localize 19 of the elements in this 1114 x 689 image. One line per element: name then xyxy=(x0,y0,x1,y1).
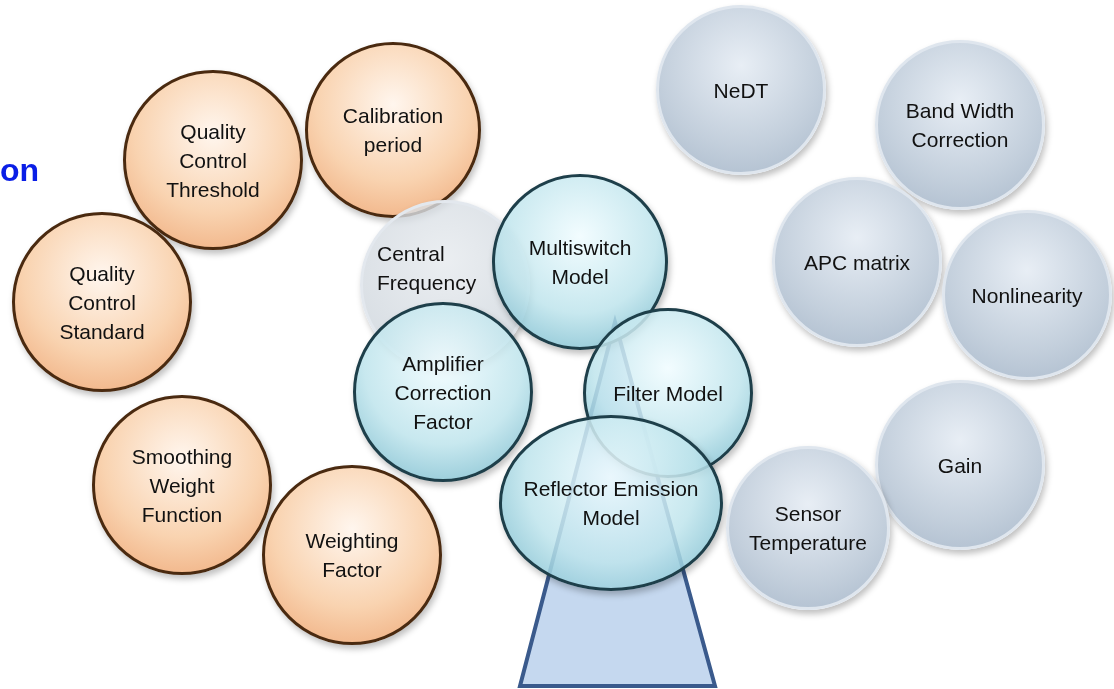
bubble-text: Quality Control Standard xyxy=(58,260,146,345)
bubble-text: Amplifier Correction Factor xyxy=(393,350,493,435)
bubble-text: APC matrix xyxy=(803,249,911,276)
bubble-text: Nonlinearity xyxy=(971,282,1083,309)
bubble-text: Weighting Factor xyxy=(304,528,400,583)
bubble-text: Filter Model xyxy=(613,380,723,407)
bubble-text: Smoothing Weight Function xyxy=(130,443,234,528)
bubble-text: Calibration period xyxy=(341,103,445,158)
bubble-circle xyxy=(726,446,890,610)
bubble-text: Sensor Temperature xyxy=(748,501,868,556)
bubble-text: Multiswitch Model xyxy=(527,235,633,290)
bubble-text: Band Width Correction xyxy=(904,98,1016,153)
bubble-text: Gain xyxy=(937,452,983,479)
bubble-text: NeDT xyxy=(713,77,769,104)
heading-fragment: on xyxy=(0,152,40,189)
bubble-text: Reflector Emission Model xyxy=(522,476,700,531)
bubble-text: Central Frequency xyxy=(377,241,478,296)
bubble-circle xyxy=(942,210,1112,380)
bubble-text: Quality Control Threshold xyxy=(165,118,261,203)
